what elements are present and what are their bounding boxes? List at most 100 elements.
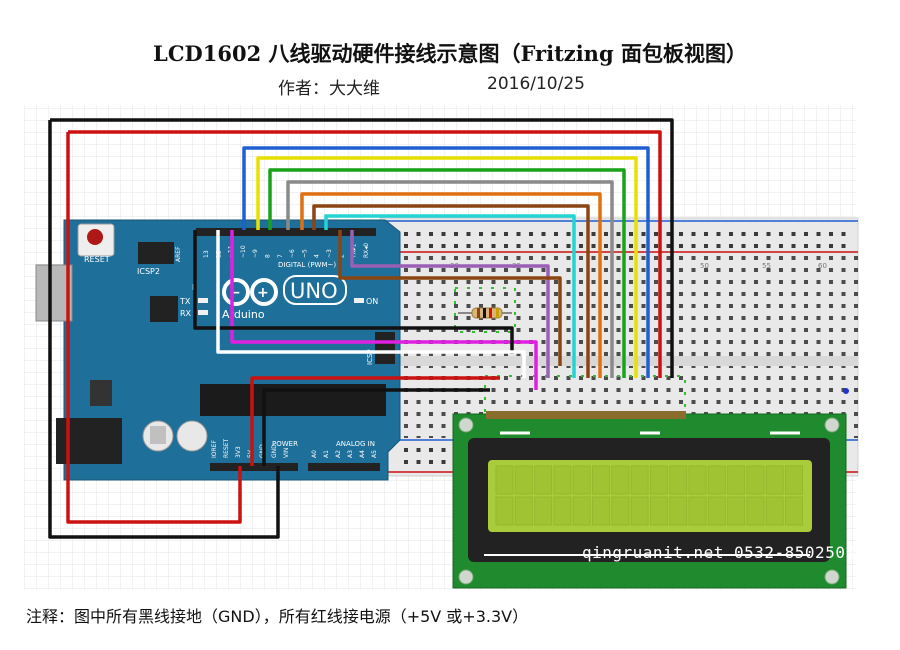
digital-pin-label-10: ~3: [326, 249, 333, 258]
lcd1602-module: [452, 411, 847, 589]
wire-magenta: [230, 230, 538, 390]
analog-pin-label-3: A3: [347, 450, 354, 458]
lcd-cell: [592, 496, 610, 526]
lcd-cell: [785, 496, 803, 526]
lcd-cell: [688, 496, 707, 526]
lcd-cell: [649, 465, 668, 495]
lcd-cell: [707, 496, 726, 526]
resistor: [458, 307, 512, 319]
power-header: [210, 463, 298, 471]
voltage-regulator: [90, 380, 112, 406]
lcd-cell: [611, 465, 630, 495]
lcd-cell: [727, 465, 746, 495]
power-pin-label-2: 3V3: [235, 446, 242, 458]
lcd-cell: [534, 465, 553, 495]
lcd-cell: [572, 496, 591, 526]
digital-pin-label-13: RX◂0: [363, 243, 370, 258]
wire-white: [216, 230, 526, 378]
reset-label: RESET: [84, 255, 110, 264]
power-label: POWER: [272, 440, 298, 448]
analog-header: [308, 463, 380, 471]
aref-label: AREF: [175, 246, 182, 262]
power-pin-label-5: GND: [271, 444, 278, 458]
analog-pin-label-2: A2: [335, 450, 342, 458]
icsp2-header: [138, 242, 174, 264]
brand-label: Arduino: [222, 308, 265, 321]
lcd-cell: [495, 465, 514, 495]
lcd-pin-header: [486, 411, 686, 419]
tx-label: TX: [179, 297, 191, 306]
wire-brown-lower: [338, 230, 562, 366]
column-number-60: 60: [818, 262, 827, 270]
usb-chip: [150, 296, 178, 322]
wire-gray: [286, 180, 614, 378]
usb-connector: [35, 264, 73, 322]
wires: [48, 118, 674, 539]
lcd-cell: [669, 465, 688, 495]
lcd-cell: [746, 465, 765, 495]
board-name: UNO: [290, 279, 338, 303]
wire-yellow: [256, 156, 638, 378]
date-label: 2016/10/25: [487, 74, 585, 94]
digital-pin-label-8: ~5: [301, 249, 308, 258]
digital-pin-label-5: 8: [265, 254, 272, 258]
wire-blue: [242, 146, 650, 378]
digital-header: [196, 228, 376, 236]
lcd-cell: [727, 496, 746, 526]
lcd-cell: [630, 496, 649, 526]
icsp-label: ICSP: [366, 349, 374, 365]
analog-pin-label-5: A5: [371, 450, 378, 458]
power-pin-label-0: IOREF: [211, 440, 218, 458]
svg-text:+: +: [257, 285, 269, 301]
lcd-cell: [495, 496, 514, 526]
lcd-character-cells: [495, 465, 803, 526]
wire-vcc-top: [68, 130, 662, 378]
lcd-cell: [553, 496, 572, 526]
column-number-50: 50: [700, 262, 709, 270]
wire-cyan: [324, 214, 576, 378]
wire-brown-upper: [312, 204, 590, 378]
lcd-cell: [534, 496, 553, 526]
legend-note: 注释：图中所有黑线接地（GND），所有红线接电源（+5V 或+3.3V）: [26, 607, 529, 626]
digital-label: DIGITAL (PWM~): [278, 261, 336, 269]
lcd-cell: [746, 496, 765, 526]
analog-label: ANALOG IN: [336, 440, 375, 448]
lcd-cell: [765, 465, 784, 495]
digital-pin-label-11: 2: [338, 254, 345, 258]
wire-vcc-short: [250, 376, 500, 466]
lcd-cell: [592, 465, 610, 495]
power-pin-label-6: VIN: [283, 448, 290, 458]
lcd-cell: [765, 496, 784, 526]
watermark: qingruanit.net 0532-85025005: [582, 543, 866, 562]
lcd-connection-holes: [454, 287, 686, 417]
analog-pin-label-1: A1: [323, 450, 330, 458]
wire-vcc-left: [66, 132, 242, 524]
author-label: 作者：大大维: [278, 79, 380, 99]
digital-pin-label-0: 13: [203, 250, 210, 258]
digital-pin-label-4: ~9: [252, 249, 259, 258]
lcd-cell: [649, 496, 668, 526]
power-pin-label-1: RESET: [223, 438, 230, 458]
digital-pin-label-12: TX▸1: [351, 243, 358, 259]
lcd-cell: [514, 496, 533, 526]
lcd-cell: [785, 465, 803, 495]
wire-gnd-short: [262, 388, 490, 466]
lcd-cell: [688, 465, 707, 495]
analog-pin-label-0: A0: [311, 450, 318, 458]
digital-pin-label-9: 4: [314, 254, 321, 258]
wire-gnd-left: [48, 120, 280, 539]
rx-label: RX: [180, 309, 192, 318]
wire-gnd-rw: [193, 230, 514, 354]
lcd-cell: [611, 496, 630, 526]
lcd-cell: [630, 465, 649, 495]
reset-button-cap[interactable]: [87, 229, 103, 245]
svg-text:−: −: [229, 285, 241, 301]
wire-green: [268, 168, 626, 378]
wire-purple: [350, 230, 550, 378]
lcd-cell: [514, 465, 533, 495]
digital-pin-label-6: 7: [277, 254, 284, 258]
on-label: ON: [366, 297, 378, 306]
lcd-cell: [707, 465, 726, 495]
